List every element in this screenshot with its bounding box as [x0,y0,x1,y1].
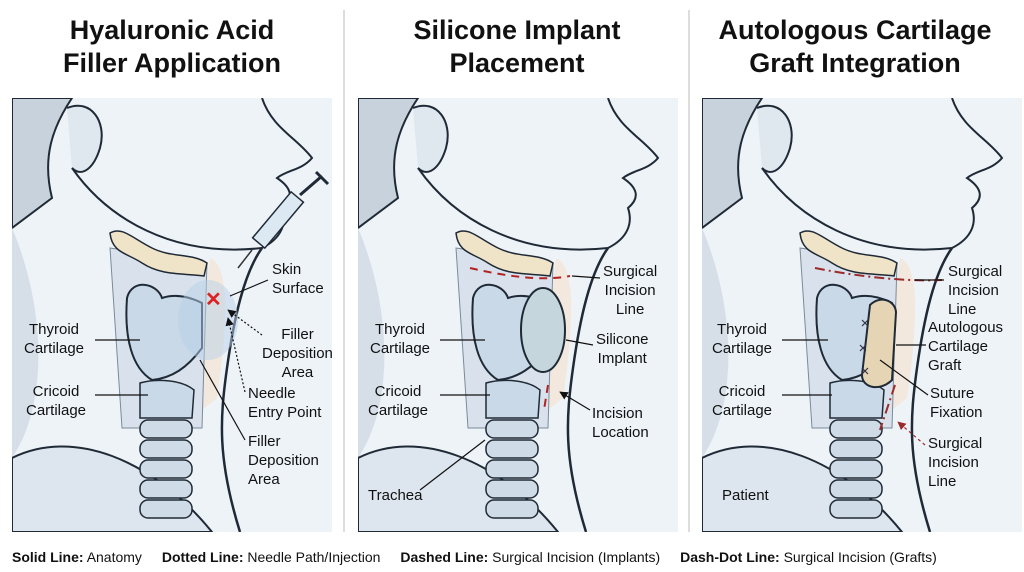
panel-1-title: Hyaluronic Acid Filler Application [62,15,282,78]
label-needle-entry-point: Needle Entry Point [248,385,322,421]
label-filler-deposition-area: Filler Deposition Area [248,433,319,488]
label-skin-surface: Skin Surface [272,261,324,297]
syringe-icon [237,170,330,269]
panel-3-title: Autologous Cartilage Graft Integration [718,15,992,78]
legend-item-dash-dot: Dash-Dot Line: Surgical Incision (Grafts… [680,549,937,565]
label-suture-fixation: Suture Fixation [930,385,983,421]
incision-line [469,267,571,280]
label-patient: Patient [722,487,769,504]
label-autologous-cartilage-graft: Autologous Cartilage Graft [928,319,1004,374]
label-cricoid-cartilage: Cricoid Cartilage [26,383,87,419]
label-thyroid-cartilage: Thyroid Cartilage [370,321,431,357]
label-surgical-incision-line: Surgical Incision Line [603,263,658,318]
label-cricoid-cartilage: Cricoid Cartilage [368,383,429,419]
silicone-implant [520,287,566,373]
label-thyroid-cartilage: Thyroid Cartilage [712,321,773,357]
filler-area [178,280,238,360]
label-surgical-incision-line: Surgical Incision Line [948,263,1003,318]
label-filler-deposition-area: Filler Deposition Area [262,326,333,381]
entry-point-mark-icon: ✕ [205,289,222,311]
label-silicone-implant: Silicone Implant [596,331,649,367]
legend-item-solid: Solid Line: Anatomy [12,549,142,565]
label-thyroid-cartilage: Thyroid Cartilage [24,321,85,357]
legend: Solid Line: Anatomy Dotted Line: Needle … [12,549,953,565]
legend-item-dotted: Dotted Line: Needle Path/Injection [161,549,381,565]
label-incision-location: Incision Location [592,405,649,441]
label-trachea: Trachea [368,487,423,504]
label-surgical-incision-line: Surgical Incision Line [928,435,983,490]
panel-2-title: Silicone Implant Placement [413,15,621,78]
label-cricoid-cartilage: Cricoid Cartilage [712,383,773,419]
legend-item-dashed: Dashed Line: Surgical Incision (Implants… [400,549,661,565]
incision-line [814,267,943,282]
